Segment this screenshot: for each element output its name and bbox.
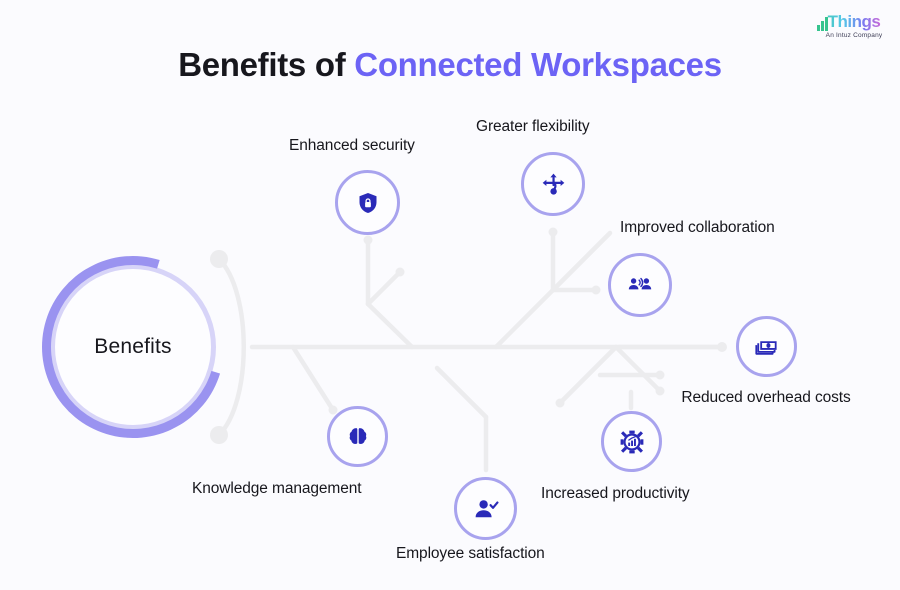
node-reduced-overhead-costs[interactable] [736, 316, 797, 377]
node-improved-collaboration[interactable] [608, 253, 672, 317]
person-check-icon [473, 496, 499, 522]
logo-mark: Things [816, 12, 892, 32]
hub-ring [50, 264, 216, 430]
label-employee-satisfaction: Employee satisfaction [396, 545, 545, 562]
label-reduced-overhead-costs: Reduced overhead costs [681, 389, 851, 406]
hub-benefits: Benefits [9, 223, 257, 471]
node-greater-flexibility[interactable] [521, 152, 585, 216]
brand-logo: Things An Intuz Company [816, 12, 892, 44]
logo-tagline: An Intuz Company [825, 32, 883, 39]
page-title: Benefits of Connected Workspaces [0, 46, 900, 84]
label-increased-productivity: Increased productivity [541, 485, 690, 502]
bar-chart-icon [817, 16, 830, 31]
banknotes-icon [754, 334, 779, 359]
page-title-lead: Benefits of [178, 46, 355, 83]
label-enhanced-security: Enhanced security [289, 137, 415, 154]
label-improved-collaboration: Improved collaboration [620, 219, 775, 236]
shield-lock-icon [356, 191, 380, 215]
node-employee-satisfaction[interactable] [454, 477, 517, 540]
gear-chart-icon [619, 429, 645, 455]
brain-icon [346, 425, 370, 449]
node-increased-productivity[interactable] [601, 411, 662, 472]
node-enhanced-security[interactable] [335, 170, 400, 235]
four-arrows-icon [541, 172, 566, 197]
label-knowledge-management: Knowledge management [192, 480, 362, 497]
logo-wordmark: Things [816, 12, 892, 32]
people-talking-icon [627, 272, 653, 298]
hub-label: Benefits [94, 335, 172, 358]
page-title-accent: Connected Workspaces [354, 46, 722, 83]
label-greater-flexibility: Greater flexibility [476, 118, 590, 135]
node-knowledge-management[interactable] [327, 406, 388, 467]
